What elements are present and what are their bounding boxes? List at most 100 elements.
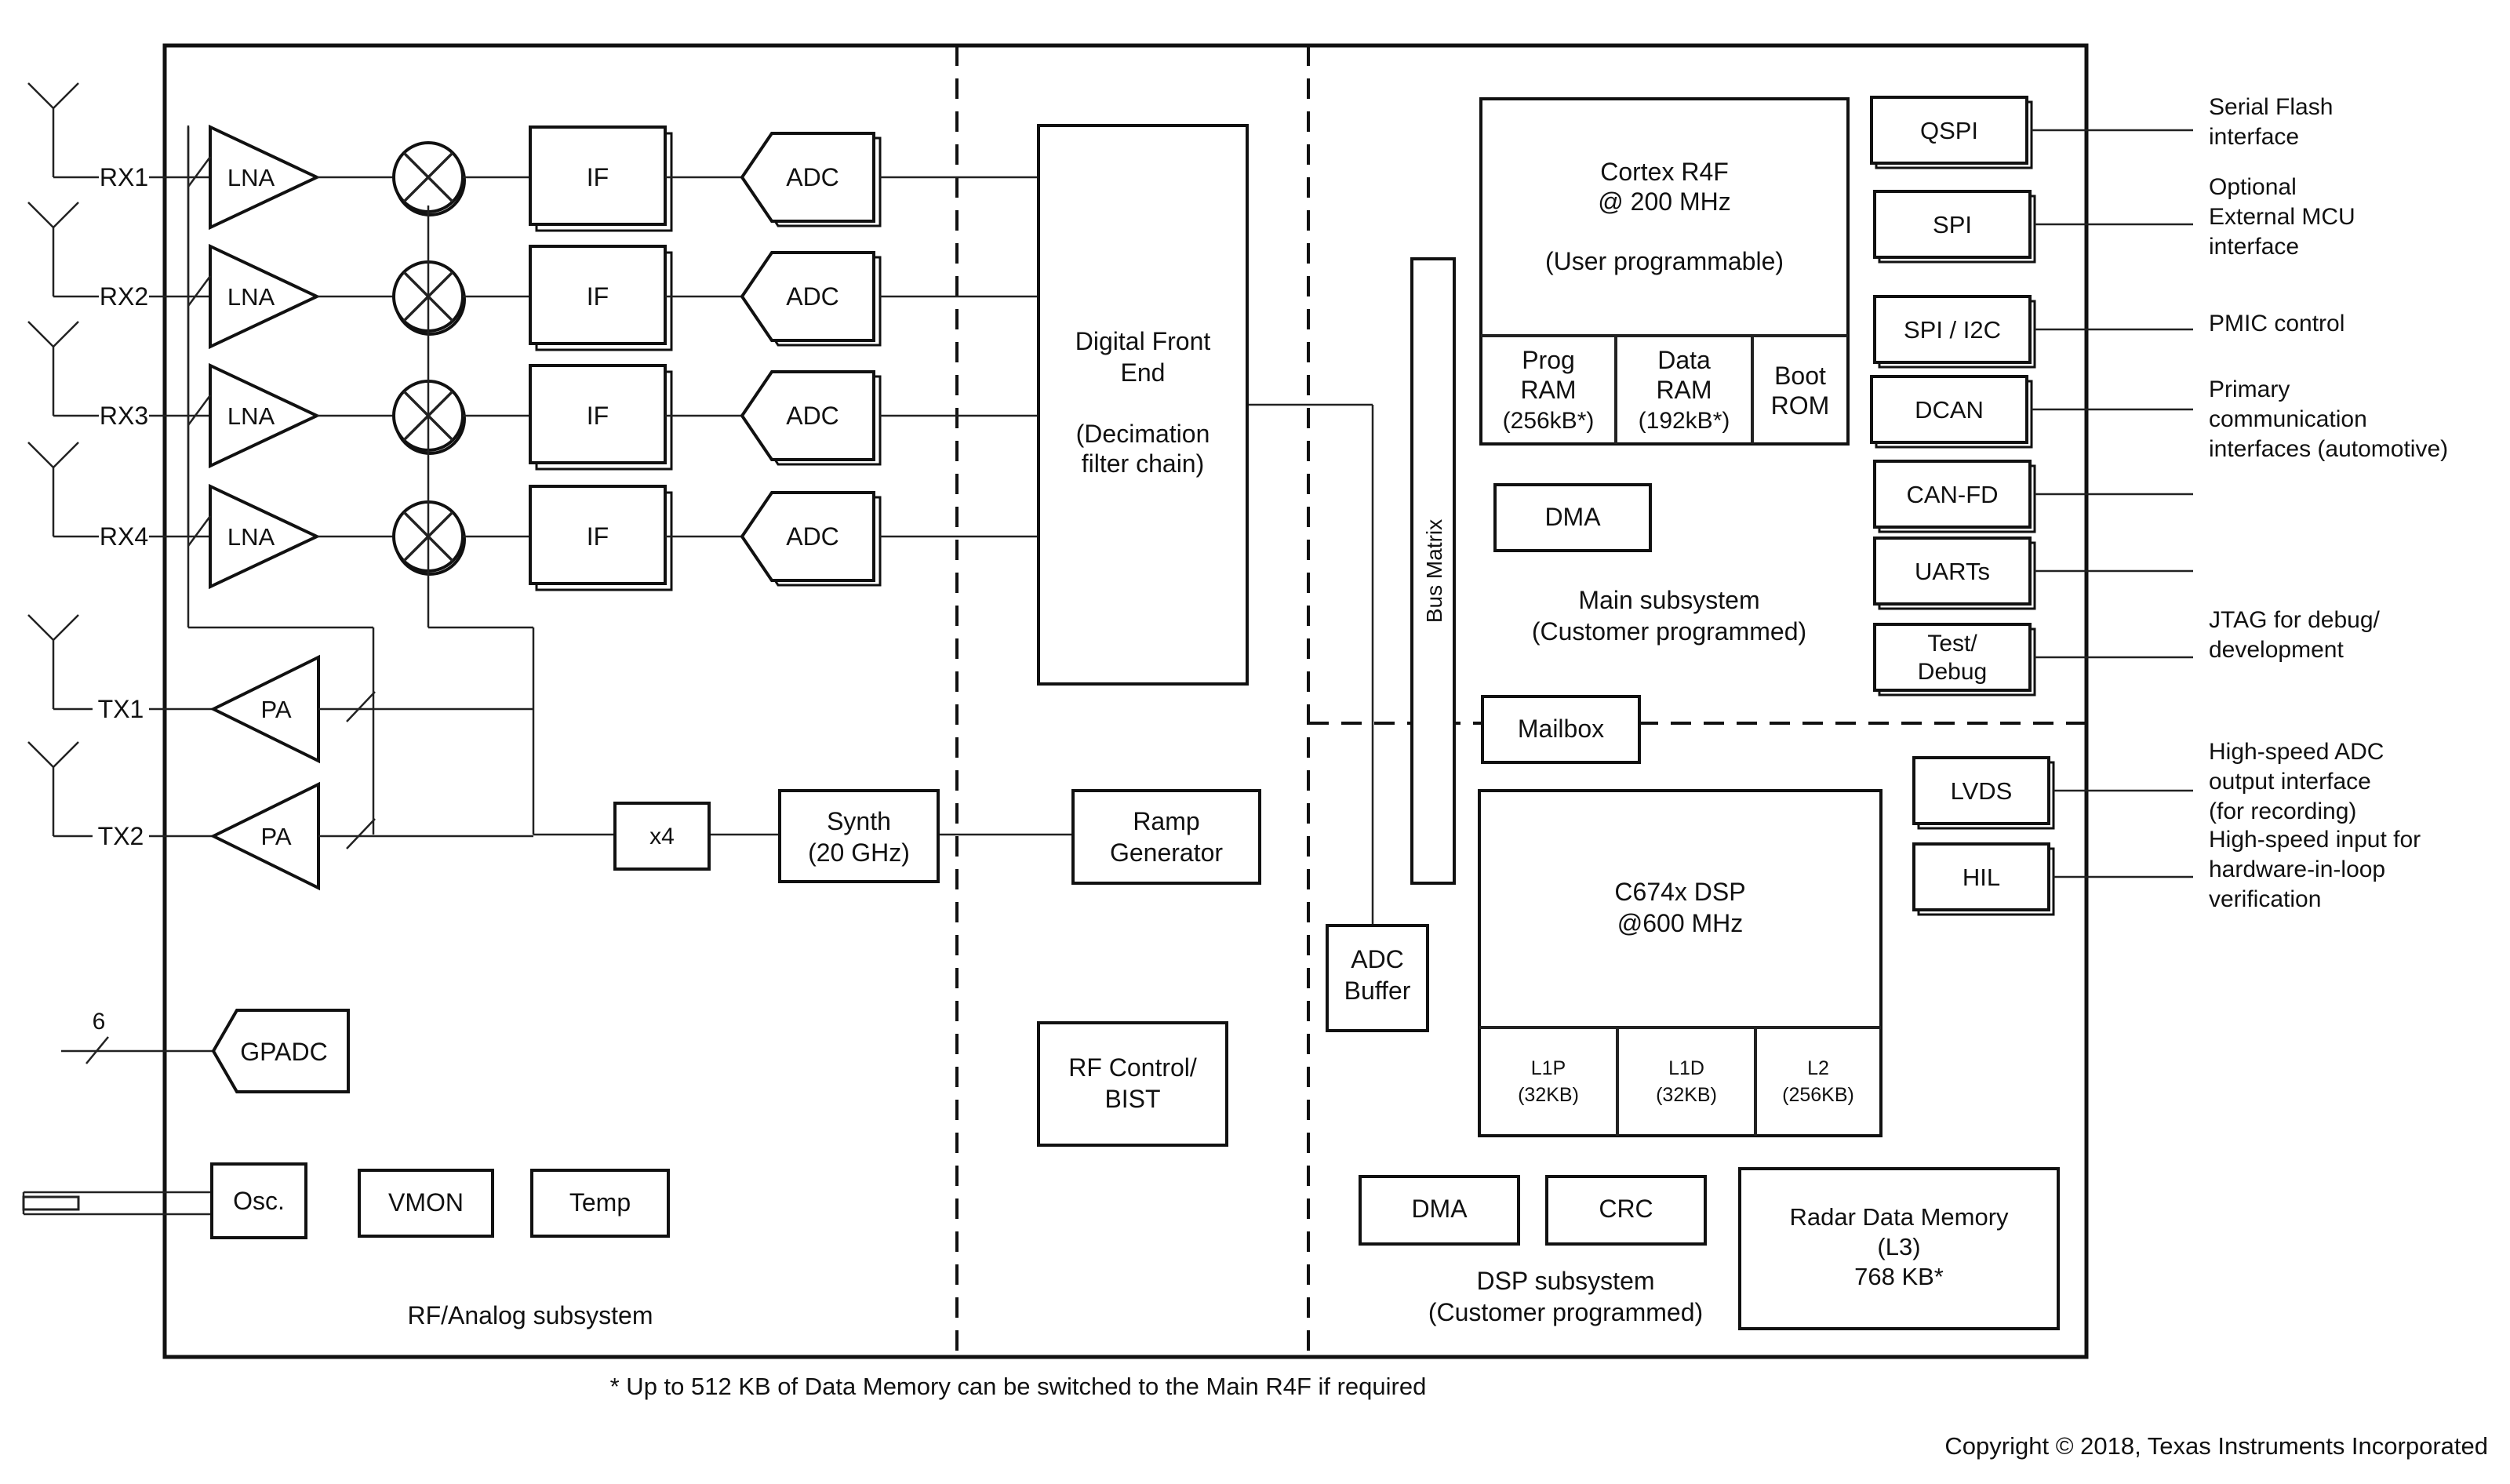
vmon-block: VMON	[358, 1169, 494, 1238]
dfe-label-4: (Decimation	[1076, 420, 1210, 448]
adc-buffer-label-1: ADC	[1351, 945, 1404, 973]
lna-label: LNA	[227, 283, 275, 311]
interface-desc-1: Primary	[2209, 376, 2290, 402]
adc-block: ADC	[740, 370, 882, 466]
interface-desc-1: High-speed ADC	[2209, 739, 2384, 765]
interface-desc-3: interfaces (automotive)	[2209, 436, 2448, 462]
rx-label-2: RX2	[100, 282, 148, 311]
crc-label: CRC	[1599, 1195, 1653, 1223]
lna-label: LNA	[227, 164, 275, 191]
adc-block: ADC	[740, 251, 882, 347]
rf-control-label-1: RF Control/	[1068, 1053, 1197, 1082]
rx-antenna-icon	[27, 202, 79, 296]
osc-label: Osc.	[233, 1187, 285, 1215]
tx-antenna-icon	[27, 741, 79, 836]
tx-label-1: TX1	[98, 695, 144, 723]
ramp-generator-block: Ramp Generator	[1071, 789, 1261, 885]
interface-test-debug: Test/Debug JTAG for debug/development	[1873, 607, 2381, 697]
chip-outline	[162, 43, 2089, 1359]
if-block: IF	[529, 485, 673, 591]
dfe-label-1: Digital Front	[1075, 327, 1211, 355]
if-label: IF	[587, 282, 609, 311]
interface-can-fd: CAN-FD	[1873, 460, 2193, 533]
interface-desc-1: High-speed input for	[2209, 827, 2421, 853]
interface-desc-2: development	[2209, 637, 2344, 663]
interface-block-label: SPI	[1933, 211, 1972, 238]
ramp-label-1: Ramp	[1133, 807, 1199, 835]
vmon-label: VMON	[388, 1188, 464, 1217]
temp-label: Temp	[569, 1188, 631, 1217]
l2-label-2: (256KB)	[1782, 1084, 1854, 1106]
interface-desc-1: Serial Flash	[2209, 94, 2333, 120]
adc-block: ADC	[740, 491, 882, 587]
data-ram-label-1: Data	[1657, 346, 1711, 374]
main-dma-label: DMA	[1544, 503, 1601, 531]
interface-desc-1: JTAG for debug/	[2209, 607, 2381, 633]
rf-control-block: RF Control/ BIST	[1037, 1021, 1228, 1147]
l1d-label-2: (32KB)	[1656, 1084, 1717, 1106]
cortex-label-4: (User programmable)	[1545, 247, 1784, 275]
dsp-label-2: @600 MHz	[1617, 909, 1744, 937]
synth-block: Synth (20 GHz)	[778, 789, 940, 883]
main-subsystem-label-2: (Customer programmed)	[1532, 617, 1806, 646]
interface-block-label: SPI / I2C	[1904, 316, 2001, 344]
main-dma-block: DMA	[1493, 483, 1652, 552]
cortex-block: Cortex R4F @ 200 MHz (User programmable)…	[1479, 97, 1850, 446]
synth-label-2: (20 GHz)	[808, 838, 910, 867]
rx-antenna-icon	[27, 442, 79, 536]
dsp-dma-block: DMA	[1359, 1175, 1520, 1246]
interface-desc-3: (for recording)	[2209, 798, 2356, 824]
mailbox-label: Mailbox	[1518, 715, 1604, 743]
prog-ram-label-1: Prog	[1522, 346, 1575, 374]
interface-block-label: LVDS	[1951, 777, 2013, 805]
rx-label-3: RX3	[100, 402, 148, 430]
interface-block-label: CAN-FD	[1906, 481, 1998, 508]
interface-desc-3: verification	[2209, 886, 2321, 912]
ramp-label-2: Generator	[1110, 838, 1223, 867]
interface-desc-2: communication	[2209, 406, 2367, 432]
footnote: * Up to 512 KB of Data Memory can be swi…	[610, 1373, 1427, 1400]
adc-label: ADC	[786, 402, 839, 430]
interface-block-label: Test/Debug	[1918, 631, 1987, 685]
lna-label: LNA	[227, 523, 275, 551]
l1d-label-1: L1D	[1668, 1057, 1704, 1079]
radar-memory-label-1: Radar Data Memory	[1789, 1203, 2009, 1231]
lna-block: LNA	[209, 362, 321, 469]
if-block: IF	[529, 125, 673, 232]
rx-label-1: RX1	[100, 163, 148, 191]
lna-label: LNA	[227, 402, 275, 430]
interface-desc-2: hardware-in-loop	[2209, 857, 2385, 882]
osc-block: Osc.	[210, 1162, 307, 1239]
gpadc-bus-width: 6	[93, 1009, 106, 1035]
boot-rom-label-1: Boot	[1774, 362, 1826, 390]
digital-front-end-block: Digital Front End (Decimation filter cha…	[1037, 124, 1249, 686]
tx-label-2: TX2	[98, 822, 144, 850]
dsp-block: C674x DSP @600 MHz L1P (32KB) L1D (32KB)…	[1478, 789, 1882, 1137]
interface-uarts: UARTs	[1873, 536, 2193, 610]
bus-matrix-block: Bus Matrix	[1410, 257, 1456, 885]
rf-control-label-2: BIST	[1104, 1085, 1160, 1113]
interface-desc-1: Optional	[2209, 174, 2297, 200]
data-ram-label-2: RAM	[1656, 376, 1712, 404]
pa-block: PA	[209, 781, 320, 891]
pa-label: PA	[260, 823, 291, 850]
prog-ram-label-2: RAM	[1520, 376, 1576, 404]
cortex-label-1: Cortex R4F	[1600, 158, 1729, 186]
interface-block-label: DCAN	[1915, 396, 1984, 424]
crc-block: CRC	[1545, 1175, 1707, 1246]
dsp-subsystem-label-2: (Customer programmed)	[1428, 1298, 1703, 1326]
interface-block-label: UARTs	[1915, 558, 1990, 585]
interface-desc-1: PMIC control	[2209, 311, 2344, 336]
if-block: IF	[529, 364, 673, 471]
lna-block: LNA	[209, 243, 321, 350]
bus-matrix-label: Bus Matrix	[1422, 519, 1446, 623]
rf-subsystem-label: RF/Analog subsystem	[407, 1301, 653, 1329]
